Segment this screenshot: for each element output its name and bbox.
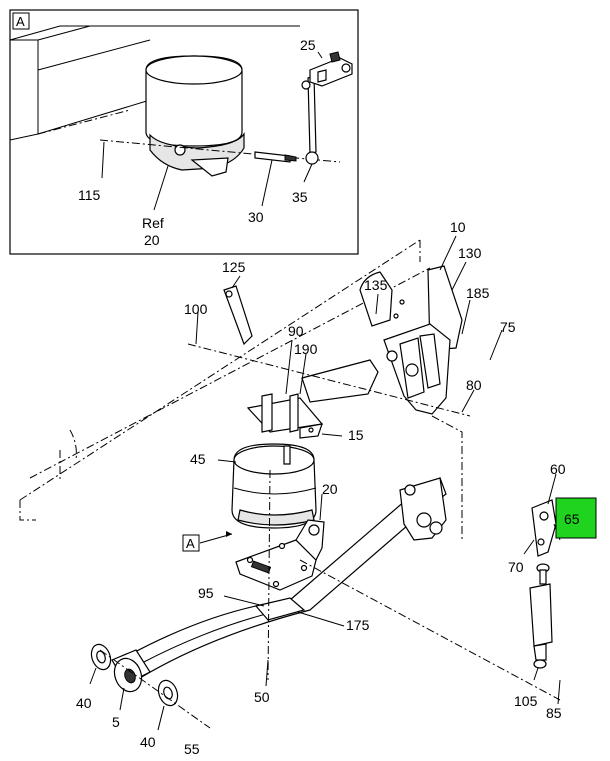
inset-frame-rail bbox=[9, 25, 300, 141]
view-marker-label: A bbox=[186, 536, 195, 551]
bushing-5 bbox=[111, 649, 151, 693]
spring-seat-20 bbox=[235, 519, 325, 591]
front-hanger bbox=[359, 265, 463, 415]
highlight-box[interactable] bbox=[555, 497, 597, 539]
callout-85: 85 bbox=[546, 705, 562, 721]
callout-50: 50 bbox=[254, 689, 270, 705]
shock-absorber-105 bbox=[529, 563, 553, 669]
callout-105: 105 bbox=[514, 693, 538, 709]
callout-115: 115 bbox=[78, 187, 101, 203]
air-spring-45 bbox=[231, 443, 317, 529]
callout-ref-word: Ref bbox=[142, 215, 164, 231]
callout-190: 190 bbox=[294, 341, 318, 357]
callout-95: 95 bbox=[198, 585, 214, 601]
bracket-125 bbox=[223, 285, 253, 346]
callout-35: 35 bbox=[292, 189, 308, 205]
callout-135: 135 bbox=[364, 277, 388, 293]
callout-65-highlight[interactable]: 65 bbox=[555, 497, 597, 539]
callout-130: 130 bbox=[458, 245, 482, 261]
callout-5: 5 bbox=[112, 714, 120, 730]
callout-65[interactable]: 65 bbox=[564, 511, 580, 527]
callout-ref-20: 20 bbox=[144, 232, 160, 248]
callout-45: 45 bbox=[190, 451, 206, 467]
inset-view-a: A bbox=[9, 9, 359, 255]
callout-185: 185 bbox=[466, 285, 490, 301]
washer-40-left bbox=[90, 643, 112, 671]
callout-90: 90 bbox=[288, 323, 304, 339]
frame-rail bbox=[19, 239, 431, 521]
callout-80: 80 bbox=[466, 377, 482, 393]
callout-125: 125 bbox=[222, 259, 246, 275]
callout-25: 25 bbox=[300, 37, 316, 53]
callout-55: 55 bbox=[184, 741, 200, 757]
callout-60: 60 bbox=[550, 461, 566, 477]
view-marker-box bbox=[182, 534, 200, 552]
callout-30: 30 bbox=[248, 209, 264, 225]
main-view: A 10 130 125 135 185 100 75 bbox=[19, 219, 597, 757]
callout-175: 175 bbox=[346, 617, 370, 633]
callout-20: 20 bbox=[322, 481, 338, 497]
plate-175 bbox=[254, 597, 306, 621]
inset-air-spring bbox=[145, 55, 245, 177]
inset-label: A bbox=[16, 14, 25, 29]
callout-10: 10 bbox=[450, 219, 466, 235]
callout-40-right: 40 bbox=[140, 734, 156, 750]
callout-100: 100 bbox=[184, 301, 208, 317]
washer-40-right bbox=[157, 679, 179, 707]
callout-15: 15 bbox=[348, 427, 364, 443]
bracket-190 bbox=[246, 359, 379, 439]
inset-label-box bbox=[12, 12, 30, 30]
callout-75: 75 bbox=[500, 319, 516, 335]
shock-bracket-60 bbox=[531, 499, 557, 557]
callout-40-left: 40 bbox=[76, 695, 92, 711]
inset-rod-30 bbox=[254, 151, 297, 163]
leaf-spring-50 bbox=[118, 477, 447, 679]
callout-70: 70 bbox=[508, 559, 524, 575]
